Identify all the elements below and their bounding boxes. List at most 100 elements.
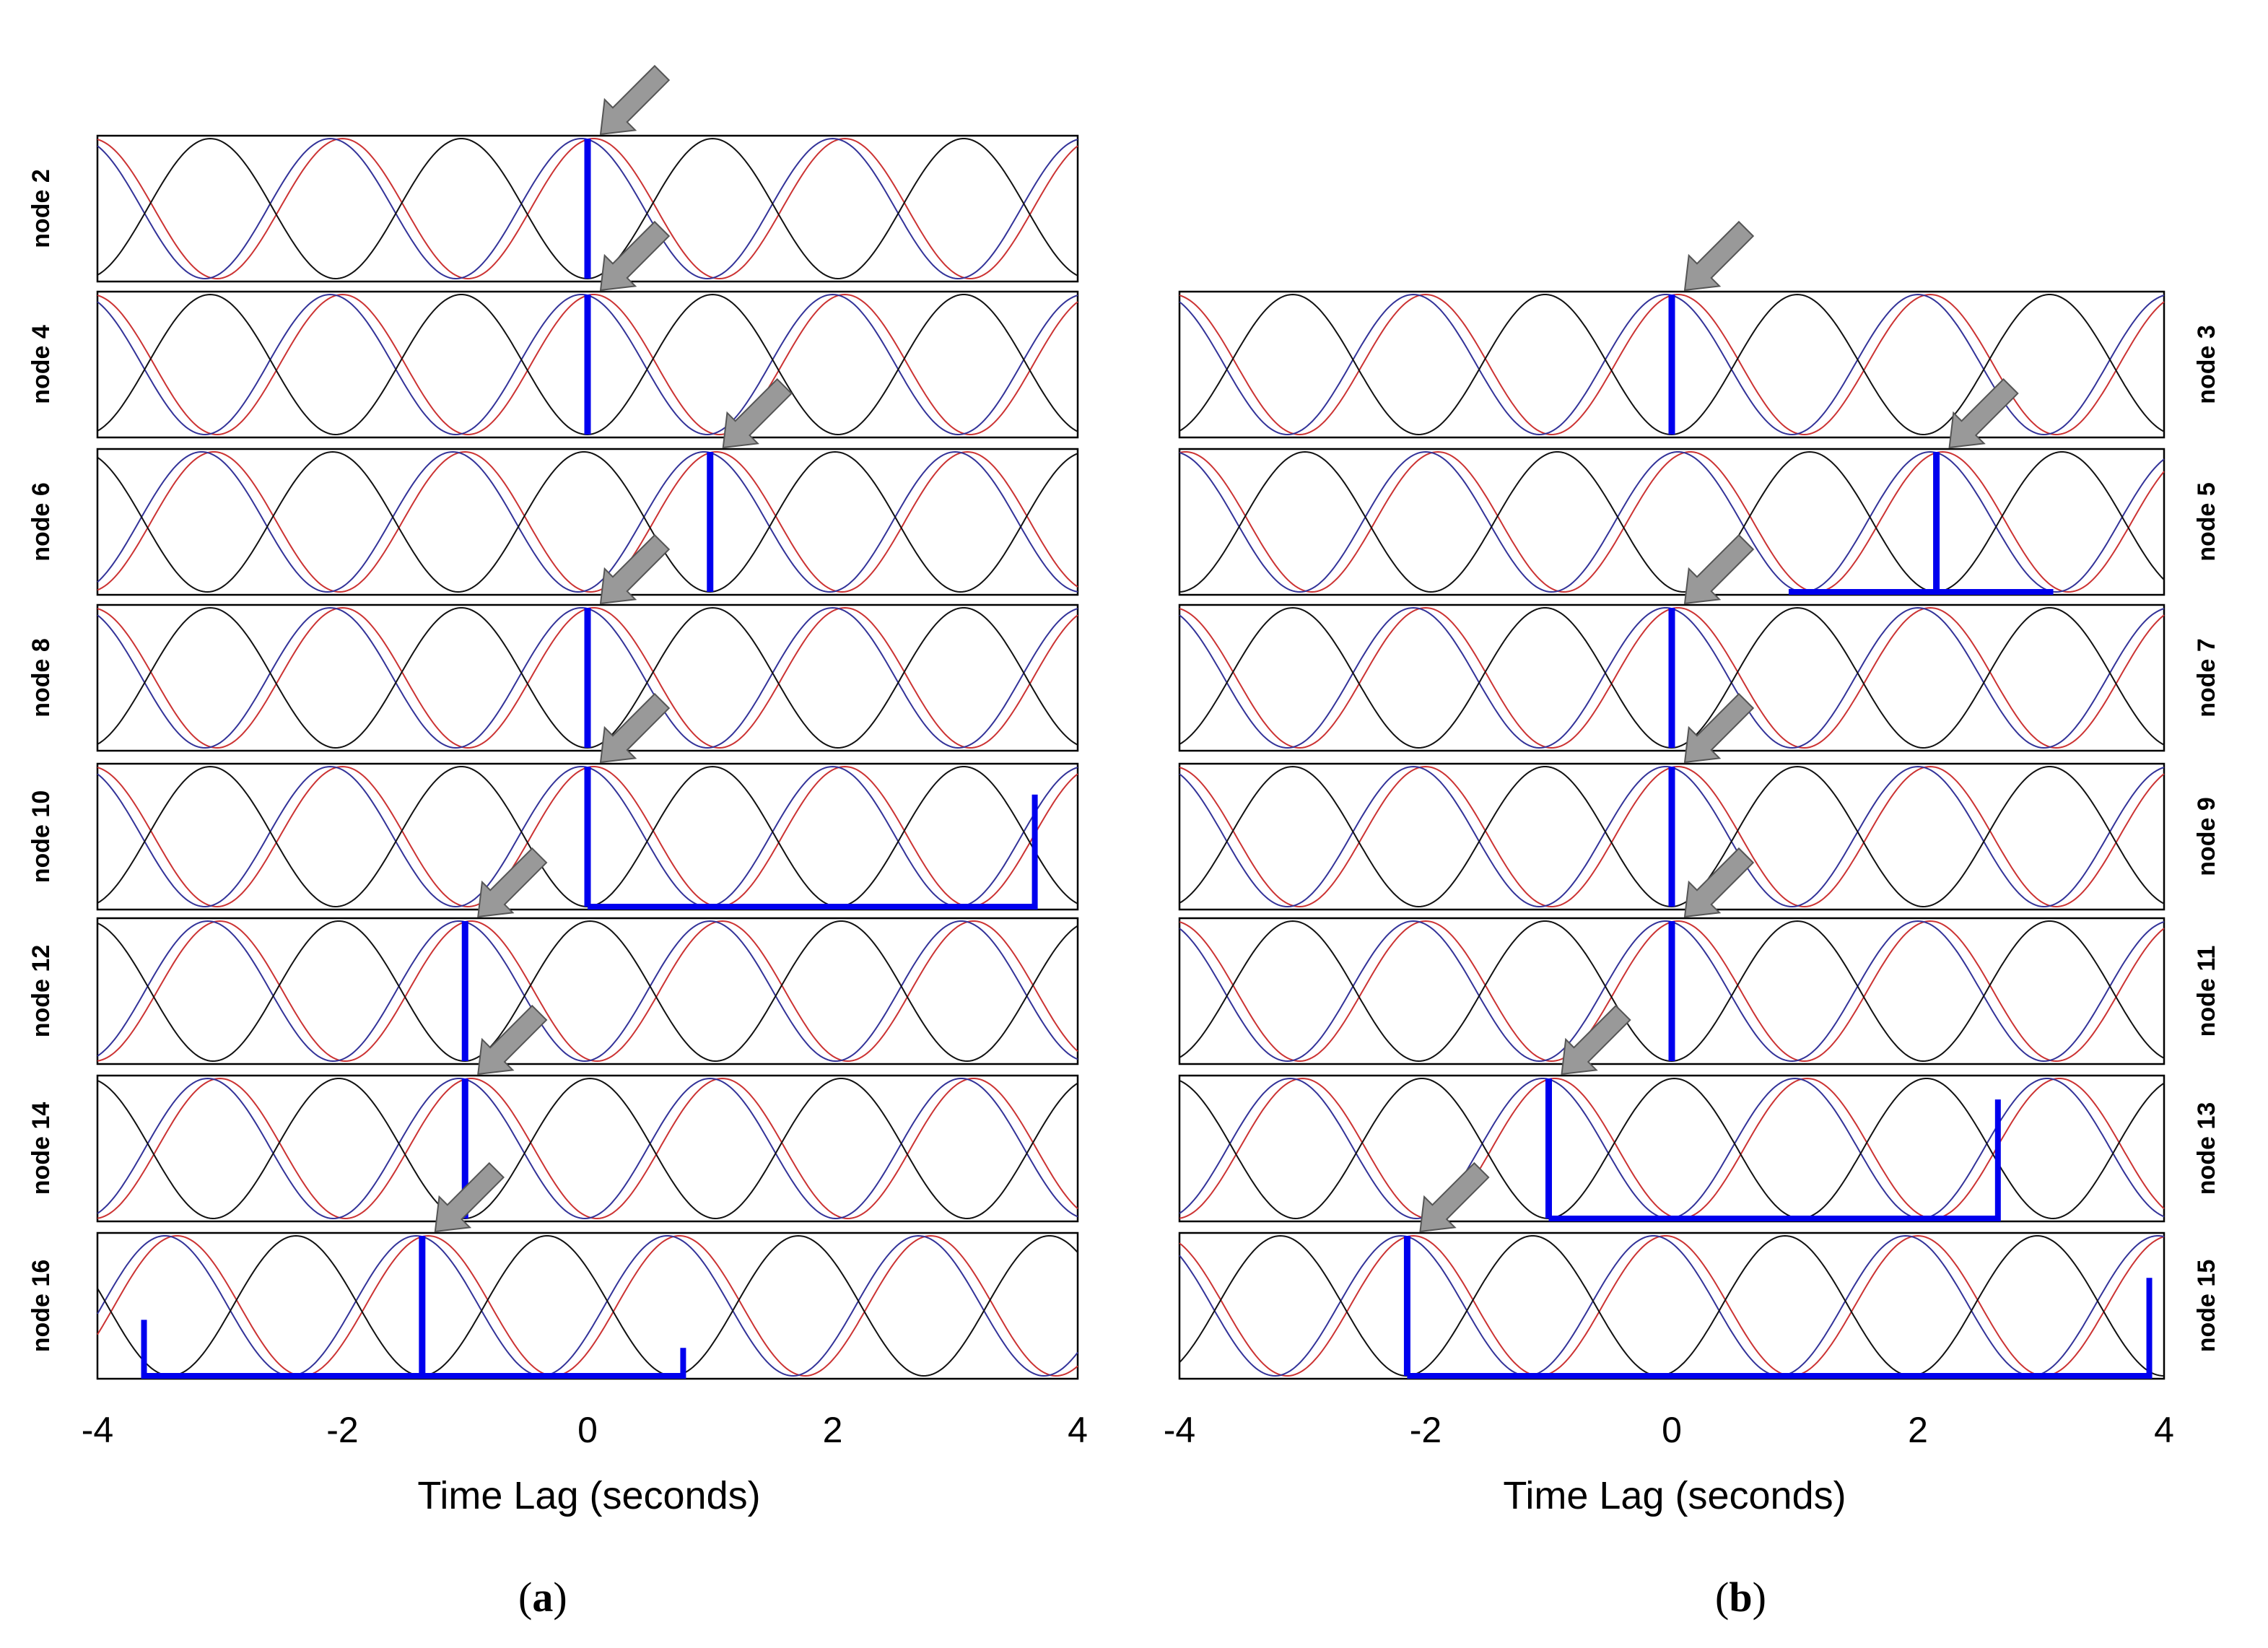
arrow-icon	[1561, 1004, 1631, 1076]
red-curve	[97, 920, 1078, 1063]
row-label: node 9	[2193, 797, 2220, 876]
plot-frame	[96, 917, 1079, 1065]
panel-a-xlabel: Time Lag (seconds)	[417, 1474, 760, 1517]
row-label: node 5	[2193, 482, 2220, 562]
x-tick-label: 0	[577, 1410, 598, 1450]
blue-curve	[97, 920, 1078, 1063]
row-label: node 7	[2193, 638, 2220, 718]
plot-frame	[1178, 1231, 2165, 1380]
red-curve	[97, 1077, 1078, 1220]
arrow-icon	[722, 378, 793, 449]
chart-row: node 6	[27, 378, 1079, 596]
x-tick-label: -2	[326, 1410, 358, 1450]
x-tick-label: -2	[1410, 1410, 1442, 1450]
arrow-icon	[599, 533, 671, 605]
chart-row: node 8	[27, 533, 1079, 752]
chart-row: node 7	[1178, 533, 2220, 752]
blue-curve	[97, 1234, 1078, 1377]
red-curve	[97, 1234, 1078, 1377]
arrow-icon	[1683, 220, 1755, 292]
red-curve	[1179, 450, 2165, 593]
row-label: node 8	[27, 638, 55, 718]
arrow-shape	[1683, 220, 1755, 292]
blue-curve	[1179, 1234, 2165, 1377]
arrow-icon	[599, 220, 671, 292]
row-label: node 3	[2193, 325, 2220, 404]
plot-frame	[1178, 448, 2165, 596]
chart-row: node 5	[1178, 378, 2220, 596]
panel-b-xlabel: Time Lag (seconds)	[1503, 1474, 1846, 1517]
x-tick-label: 4	[2154, 1410, 2174, 1450]
arrow-shape	[599, 220, 671, 292]
chart-row: node 4	[27, 220, 1079, 439]
chart-row: node 16	[27, 1161, 1079, 1380]
arrow-icon	[1683, 692, 1755, 764]
x-tick-label: 2	[823, 1410, 843, 1450]
black-curve	[1179, 450, 2165, 593]
panel-a-caption: (a)	[518, 1574, 567, 1621]
black-curve	[1179, 1234, 2165, 1377]
arrow-shape	[1419, 1161, 1490, 1233]
blue-curve	[1179, 450, 2165, 593]
black-curve	[97, 450, 1078, 593]
row-label: node 10	[27, 790, 55, 883]
red-curve	[1179, 1234, 2165, 1377]
plot-frame	[96, 1074, 1079, 1223]
lag-trace	[141, 1320, 686, 1379]
arrow-icon	[599, 692, 671, 764]
chart-row: node 15	[1178, 1161, 2220, 1380]
arrow-shape	[599, 64, 671, 136]
arrow-icon	[1683, 847, 1755, 918]
arrow-icon	[477, 847, 548, 918]
chart-row: node 9	[1178, 692, 2220, 911]
chart-row: node 2	[27, 64, 1079, 283]
arrow-shape	[599, 692, 671, 764]
row-label: node 15	[2193, 1260, 2220, 1352]
chart-row: node 11	[1178, 847, 2220, 1065]
arrow-shape	[477, 847, 548, 918]
black-curve	[97, 1234, 1078, 1377]
plot-frame	[96, 448, 1079, 596]
row-label: node 14	[27, 1102, 55, 1195]
arrow-shape	[1948, 378, 2019, 449]
row-label: node 13	[2193, 1102, 2220, 1195]
arrow-shape	[1683, 692, 1755, 764]
x-tick-label: -4	[1164, 1410, 1195, 1450]
row-label: node 11	[2193, 946, 2220, 1037]
panel-b: node 3 node 5 node 7 node 9 node 11 node 13 no…	[1164, 220, 2220, 1450]
row-label: node 16	[27, 1260, 55, 1352]
blue-curve	[97, 1077, 1078, 1220]
chart-row: node 3	[1178, 220, 2220, 439]
arrow-shape	[599, 533, 671, 605]
row-label: node 6	[27, 482, 55, 562]
arrow-icon	[434, 1161, 505, 1233]
arrow-icon	[1948, 378, 2019, 449]
black-curve	[97, 920, 1078, 1063]
chart-row: node 12	[27, 847, 1079, 1065]
arrow-icon	[599, 64, 671, 136]
arrow-shape	[434, 1161, 505, 1233]
lag-trace	[1407, 1278, 2153, 1379]
lag-trace	[588, 794, 1038, 910]
chart-row: node 10	[27, 692, 1079, 911]
arrow-shape	[477, 1004, 548, 1076]
panel-b-caption: (b)	[1715, 1574, 1766, 1621]
row-label: node 2	[27, 169, 55, 248]
x-tick-label: 0	[1662, 1410, 1682, 1450]
x-tick-label: 4	[1068, 1410, 1088, 1450]
row-label: node 4	[27, 325, 55, 404]
arrow-shape	[1683, 533, 1755, 605]
lag-trace	[1548, 1099, 2001, 1221]
panel-b-caption-letter: b	[1729, 1574, 1752, 1621]
red-curve	[97, 450, 1078, 593]
blue-curve	[97, 450, 1078, 593]
arrow-icon	[1419, 1161, 1490, 1233]
arrow-shape	[1683, 847, 1755, 918]
arrow-shape	[722, 378, 793, 449]
panel-a-caption-letter: a	[532, 1574, 553, 1621]
x-tick-label: 2	[1908, 1410, 1928, 1450]
arrow-shape	[1561, 1004, 1631, 1076]
x-tick-label: -4	[82, 1410, 113, 1450]
